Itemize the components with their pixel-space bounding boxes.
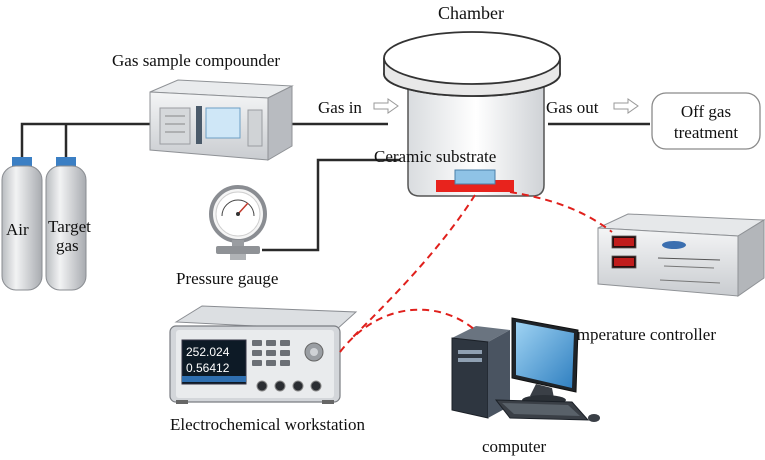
target-valve bbox=[56, 157, 76, 167]
compounder-label: Gas sample compounder bbox=[112, 51, 280, 70]
pressure-gauge bbox=[209, 185, 267, 260]
air-valve bbox=[12, 157, 32, 167]
off-gas-treatment-box bbox=[651, 92, 761, 150]
air-tank bbox=[1, 157, 43, 291]
computer-label: computer bbox=[482, 437, 547, 456]
gas-sample-compounder bbox=[149, 79, 294, 161]
cable-substrate-to-workstation bbox=[351, 194, 476, 339]
gas-in-label: Gas in bbox=[318, 98, 362, 117]
gas-pipes bbox=[20, 122, 650, 252]
pressure-gauge-label: Pressure gauge bbox=[176, 269, 278, 288]
chamber bbox=[383, 31, 561, 197]
cable-substrate-to-controller bbox=[509, 191, 613, 233]
temperature-controller bbox=[597, 213, 765, 297]
off-gas-label-line2: treatment bbox=[674, 123, 738, 142]
signal-cables bbox=[339, 191, 613, 353]
gas-in-arrow-icon bbox=[373, 98, 399, 114]
workstation-reading-1: 252.024 bbox=[186, 345, 230, 359]
air-label: Air bbox=[6, 220, 29, 239]
ceramic-substrate-label: Ceramic substrate bbox=[374, 147, 496, 166]
cable-workstation-to-computer bbox=[339, 308, 476, 353]
electrochemical-workstation: 252.024 0.56412 bbox=[169, 305, 358, 404]
computer bbox=[451, 317, 600, 422]
workstation-reading-2: 0.56412 bbox=[186, 361, 230, 375]
target-gas-tank bbox=[45, 157, 87, 291]
gas-out-arrow-icon bbox=[613, 98, 639, 114]
target-gas-label-line2: gas bbox=[56, 236, 79, 255]
target-gas-label-line1: Target bbox=[48, 217, 91, 236]
gas-out-label: Gas out bbox=[546, 98, 599, 117]
off-gas-label-line1: Off gas bbox=[681, 102, 731, 121]
gauge-pipe bbox=[262, 158, 400, 252]
temperature-controller-label: Temperature controller bbox=[560, 325, 716, 344]
ceramic-substrate bbox=[454, 169, 496, 185]
chamber-label: Chamber bbox=[438, 3, 504, 23]
workstation-label: Electrochemical workstation bbox=[170, 415, 365, 434]
supply-pipe bbox=[20, 122, 150, 162]
